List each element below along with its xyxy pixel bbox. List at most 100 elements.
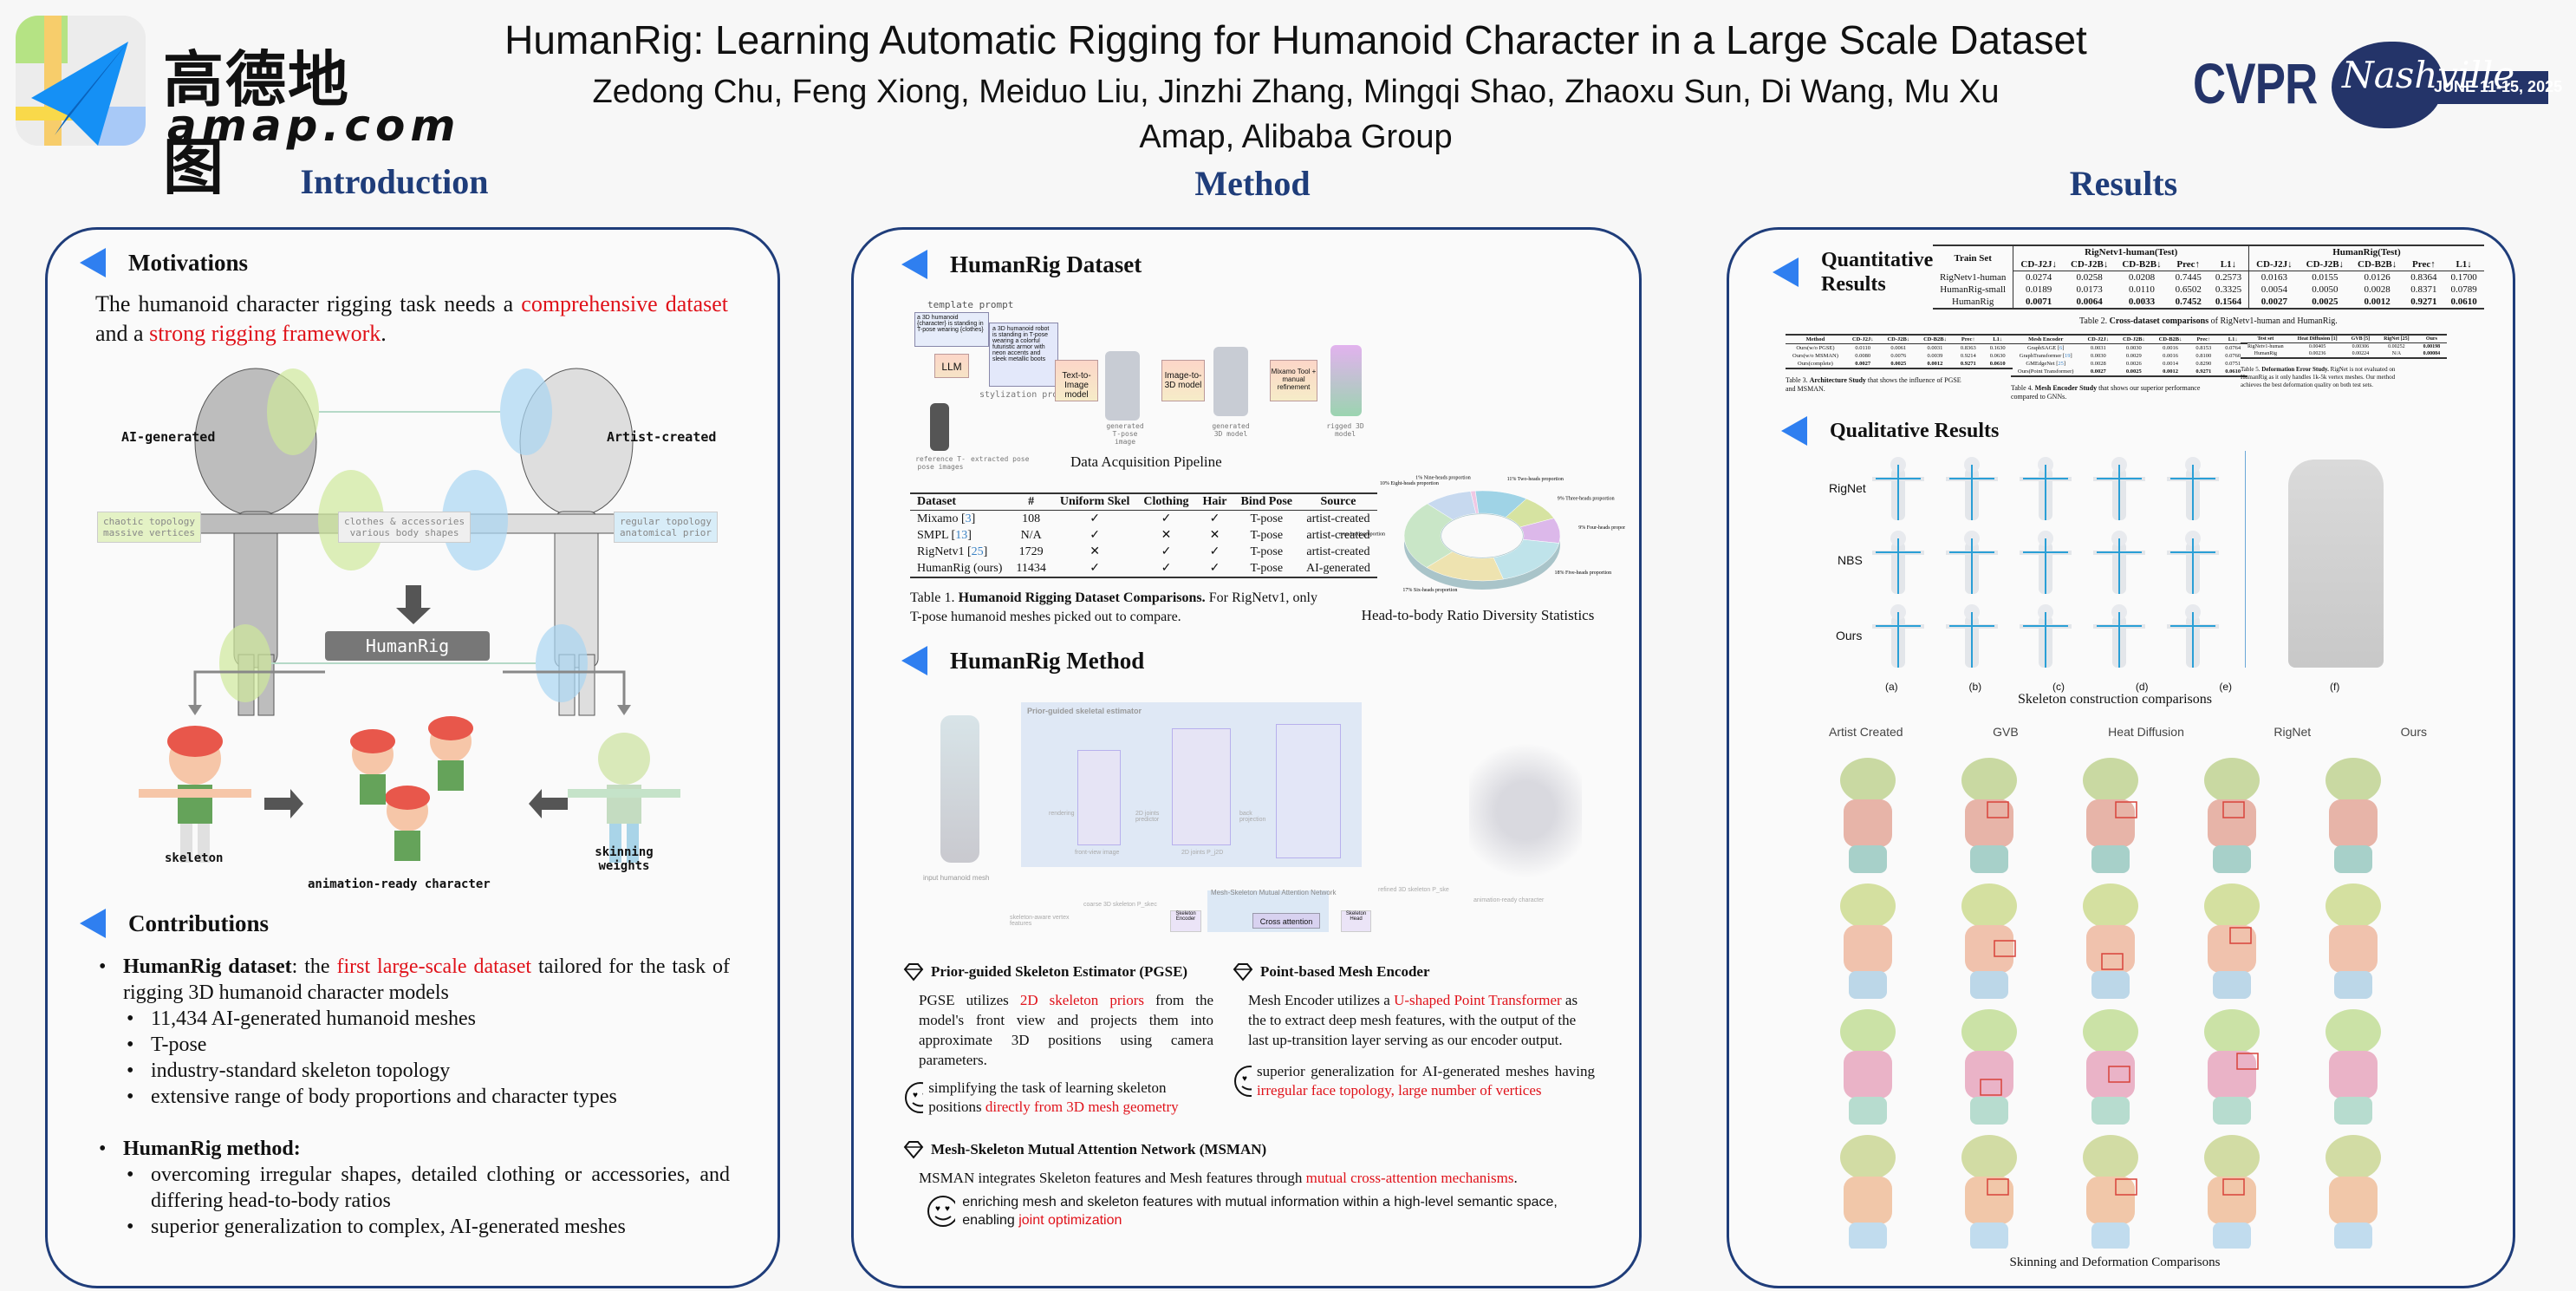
table-cell: T-pose	[1250, 512, 1284, 525]
skinning-result-thumbnail	[2326, 1009, 2381, 1125]
chaotic-topology-box: chaotic topology massive vertices	[97, 512, 201, 543]
table-cell: 0.0110	[2129, 284, 2155, 295]
error-highlight-box	[2101, 953, 2124, 970]
heading-text: Qualitative Results	[1830, 419, 2000, 442]
smiley-icon: ♥♥	[927, 1196, 956, 1227]
column-title-method: Method	[1194, 164, 1311, 203]
skeleton-result-thumbnail	[2093, 531, 2145, 594]
table-cell: 0.0027	[1844, 360, 1881, 369]
caption-label: Table 2.	[2079, 316, 2108, 326]
table-cell: Ours(Point Transformer)	[2011, 368, 2081, 377]
generated-robot-image	[1105, 351, 1140, 421]
table-header: CD-B2B↓	[2351, 258, 2404, 271]
skeleton-caption: Skeleton construction comparisons	[2018, 692, 2212, 707]
donut-hole	[1441, 514, 1523, 557]
table-header: L1↓	[2208, 258, 2250, 271]
error-highlight-box	[2236, 1053, 2259, 1070]
rigged-model	[1330, 345, 1362, 416]
table-cell: SMPL [13]	[917, 528, 972, 542]
box-line: chaotic topology	[103, 516, 195, 527]
table-cell: T-pose	[1250, 528, 1284, 542]
svg-text:♥: ♥	[945, 1204, 950, 1214]
skeleton-result-thumbnail	[1946, 531, 1998, 594]
table-header: CD-J2B↓	[1880, 334, 1917, 344]
table-header: GVB [5]	[2344, 334, 2378, 343]
text: tailored for the task of rigging 3D huma…	[123, 955, 730, 1004]
caption-text: RigNet is not evaluated on HumanRig as i…	[2241, 366, 2396, 388]
table-header: CD-J2J↓	[2013, 258, 2064, 271]
skeleton-result-thumbnail	[1872, 457, 1924, 520]
contribution-dataset: HumanRig dataset: the first large-scale …	[99, 954, 730, 1110]
svg-text:♥: ♥	[935, 1204, 940, 1214]
donut-label: 9% Four-heads proportion	[1578, 525, 1625, 531]
annotated-skeleton-character	[2288, 460, 2384, 668]
heading-text: Mesh-Skeleton Mutual Attention Network (…	[931, 1141, 1267, 1157]
table-header: CD-B2B↓	[2151, 334, 2189, 344]
skeleton-result-thumbnail	[2020, 604, 2072, 668]
table-cell: 0.0630	[1989, 353, 2006, 359]
donut-label: 17% Six-heads proportion	[1402, 588, 1457, 593]
col-label: (d)	[2135, 681, 2149, 693]
table-cell: 0.00306	[2352, 344, 2370, 349]
contributions-heading-text: Contributions	[128, 910, 270, 936]
benefit-text: simplifying the task of learning skeleto…	[928, 1079, 1213, 1117]
highlight-text: first large-scale dataset	[336, 955, 532, 978]
amap-logo: 高德地图 amap.com	[16, 16, 455, 203]
rigged-label: rigged 3D model	[1326, 422, 1364, 438]
table-header: Prec↑	[2189, 334, 2219, 344]
skeleton-result-thumbnail	[2020, 457, 2072, 520]
table-cell: HumanRig (ours)	[910, 560, 1010, 578]
skeleton-head-box: Skeleton Head	[1341, 910, 1371, 932]
table-cell: AI-generated	[1299, 560, 1377, 578]
skeleton-result-thumbnail	[2020, 531, 2072, 594]
table-5-caption: Table 5. Deformation Error Study. RigNet…	[2241, 366, 2414, 389]
skinning-result-thumbnail	[2326, 1135, 2381, 1249]
guitar-neck-icon	[2427, 71, 2548, 104]
highlight-text: U-shaped Point Transformer	[1394, 992, 1562, 1008]
joints-predictor-label: 2D joints predictor	[1135, 811, 1160, 823]
skinning-result-grid	[1840, 758, 2381, 1249]
skinning-result-thumbnail	[1961, 883, 2017, 999]
list-item: overcoming irregular shapes, detailed cl…	[127, 1162, 730, 1214]
msman-heading: Mesh-Skeleton Mutual Attention Network (…	[901, 1140, 1612, 1159]
table-header: CD-B2B↓	[1916, 334, 1954, 344]
skeleton-result-thumbnail	[1946, 457, 1998, 520]
authors: Zedong Chu, Feng Xiong, Meiduo Liu, Jinz…	[592, 74, 2000, 110]
table-header: L1↓	[1982, 334, 2013, 344]
smiley-icon: ♥♥	[1234, 1066, 1252, 1097]
text-to-image-box: Text-to-Image model	[1055, 360, 1098, 401]
skinning-result-thumbnail	[2204, 883, 2260, 999]
error-highlight-box	[2222, 801, 2245, 818]
pgse-block: Prior-guided Skeleton Estimator (PGSE) P…	[901, 962, 1213, 1117]
table-cell: ✓	[1090, 512, 1100, 525]
table-header: Prec↑	[2168, 258, 2208, 271]
table-cell: GMEdgeNet [25]	[2026, 361, 2066, 367]
donut-label: 9% Three-heads proportion	[1558, 496, 1615, 501]
column-header: Heat Diffusion	[2108, 725, 2184, 739]
bold-text: HumanRig dataset	[123, 955, 292, 978]
table-cell: 0.8364	[2410, 272, 2437, 283]
text: Mesh Encoder utilizes a	[1248, 992, 1395, 1008]
data-acquisition-pipeline: template prompt a 3D humanoid {character…	[906, 295, 1599, 473]
msman-text: MSMAN integrates Skeleton features and M…	[919, 1168, 1612, 1188]
row-label-nbs: NBS	[1838, 553, 1863, 567]
donut-label: 11% Two-heads proportion	[1507, 477, 1564, 482]
table-header: Test set	[2241, 334, 2291, 343]
skinning-result-thumbnail	[2326, 758, 2381, 873]
table-cell: ✓	[1161, 512, 1172, 525]
diamond-icon	[903, 963, 924, 981]
input-mesh-figure	[940, 715, 979, 863]
column-title-results: Results	[2069, 164, 2178, 203]
error-highlight-box	[2115, 801, 2137, 818]
text: : the	[291, 955, 337, 978]
motivations-heading: Motivations	[80, 248, 248, 277]
table-cell: 0.2573	[2208, 271, 2250, 284]
